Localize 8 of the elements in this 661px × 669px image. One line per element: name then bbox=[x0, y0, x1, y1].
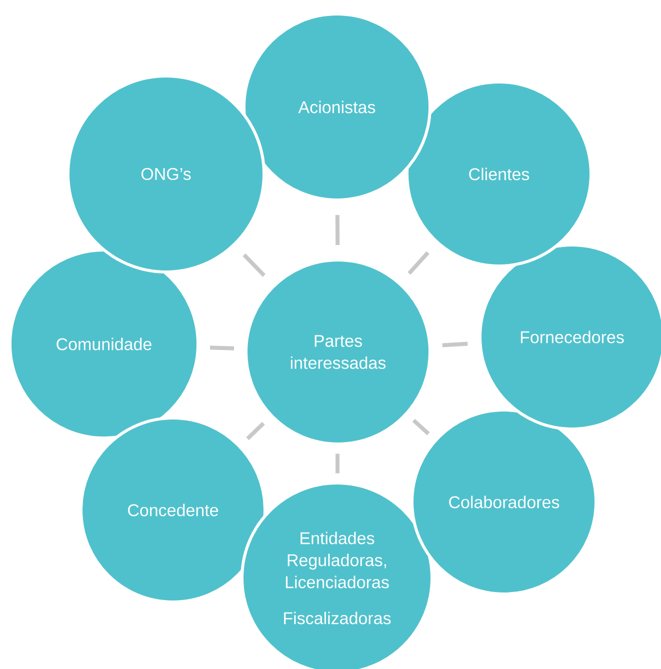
connector-line bbox=[408, 251, 430, 275]
connector-line bbox=[242, 253, 266, 277]
connector-line bbox=[412, 418, 430, 436]
connector-line bbox=[210, 346, 234, 350]
connector-line bbox=[336, 454, 340, 474]
connector-line bbox=[246, 422, 265, 440]
connector-line bbox=[335, 215, 340, 246]
connector-line bbox=[442, 342, 468, 348]
